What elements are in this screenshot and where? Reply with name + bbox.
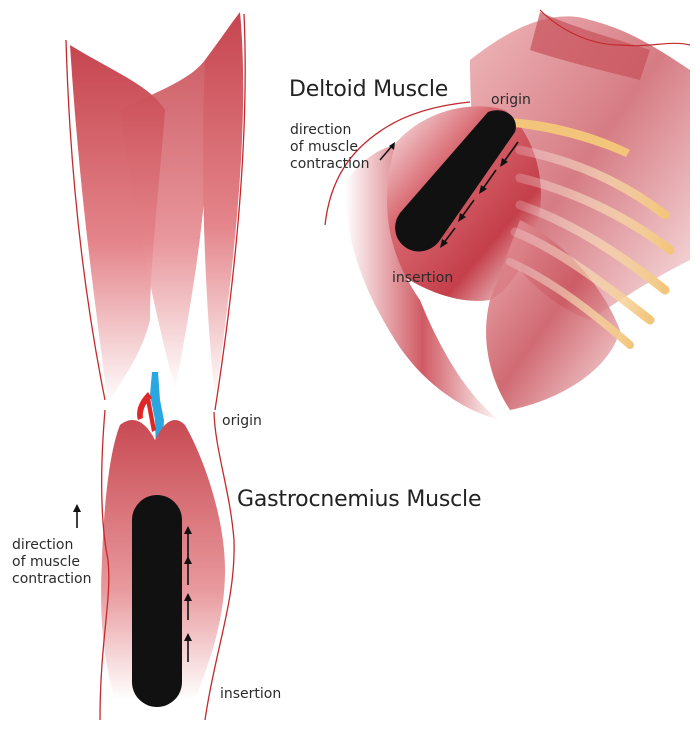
thigh [66,12,245,410]
calf [100,410,234,720]
gastrocnemius-origin-label: origin [222,414,262,428]
gastrocnemius-direction-label: direction of muscle contraction [12,537,91,588]
thigh-muscle-right [203,12,243,400]
gastrocnemius-direction-line-2: of muscle [12,554,91,571]
deltoid-direction-line-3: contraction [290,156,369,173]
deltoid-insertion-label: insertion [392,271,453,285]
gastrocnemius-tendon-bar [132,495,182,707]
deltoid-direction-label: direction of muscle contraction [290,122,369,173]
direction-arrow-icon [73,504,81,528]
deltoid-direction-line-2: of muscle [290,139,369,156]
gastrocnemius-insertion-label: insertion [220,687,281,701]
shoulder [325,10,690,420]
gastrocnemius-direction-line-1: direction [12,537,91,554]
deltoid-origin-label: origin [491,93,531,107]
deltoid-direction-line-1: direction [290,122,369,139]
gastrocnemius-direction-line-3: contraction [12,571,91,588]
deltoid-title: Deltoid Muscle [289,79,448,101]
gastrocnemius-title: Gastrocnemius Muscle [237,489,481,511]
